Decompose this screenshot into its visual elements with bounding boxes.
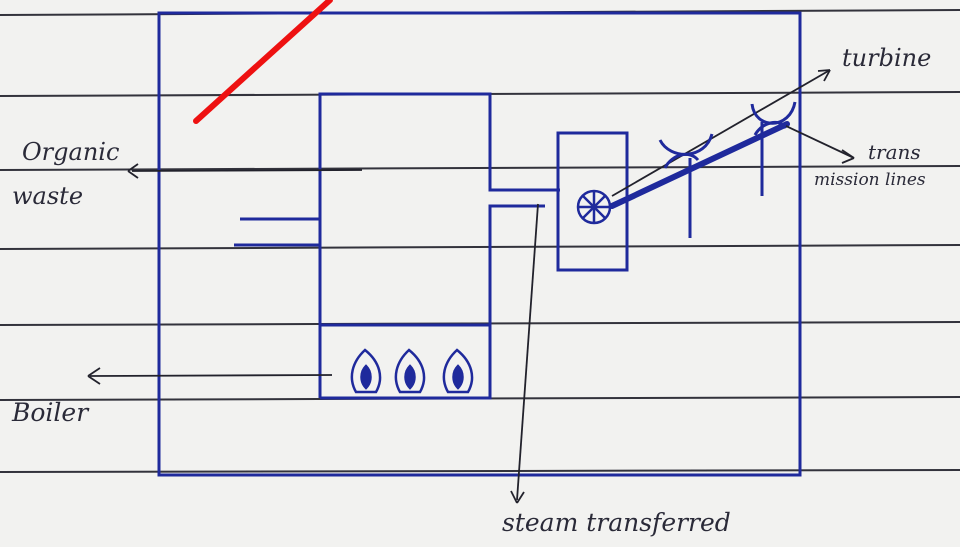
organic-waste-label-line2: waste: [12, 182, 84, 210]
steam-transferred-label: steam transferred: [502, 508, 731, 537]
boiler-building: [234, 92, 560, 400]
transmission-cable: [609, 121, 790, 209]
transmission-arrowhead: [841, 149, 855, 164]
organic-waste-arrowhead: [127, 163, 139, 179]
organic-waste-label-line1: Organic: [22, 138, 120, 166]
transmission-tower-icon: [658, 133, 714, 238]
transmission-pointer-line: [785, 125, 855, 159]
steam-arrowhead: [510, 490, 525, 504]
red-mark: [193, 0, 333, 124]
turbine-arrowhead: [817, 69, 831, 82]
turbine-pointer-line: [611, 69, 831, 197]
flame-icon: [350, 348, 382, 394]
flame-icon: [394, 348, 426, 394]
boiler-arrowhead: [87, 367, 101, 385]
boiler-pointer-line: [89, 374, 333, 377]
transmission-label-line2: mission lines: [814, 170, 926, 190]
transmission-label-line1: trans: [868, 140, 921, 164]
boiler-label: Boiler: [12, 398, 89, 427]
flame-icon: [442, 348, 474, 394]
outer-frame: [157, 11, 802, 477]
steam-pointer-line: [516, 203, 539, 501]
organic-waste-pointer-line: [131, 169, 363, 172]
transmission-tower-icon: [750, 101, 797, 196]
turbine-wheel-icon: [576, 189, 612, 225]
notebook-ruled-lines: [0, 9, 960, 473]
turbine-label: turbine: [842, 44, 932, 72]
